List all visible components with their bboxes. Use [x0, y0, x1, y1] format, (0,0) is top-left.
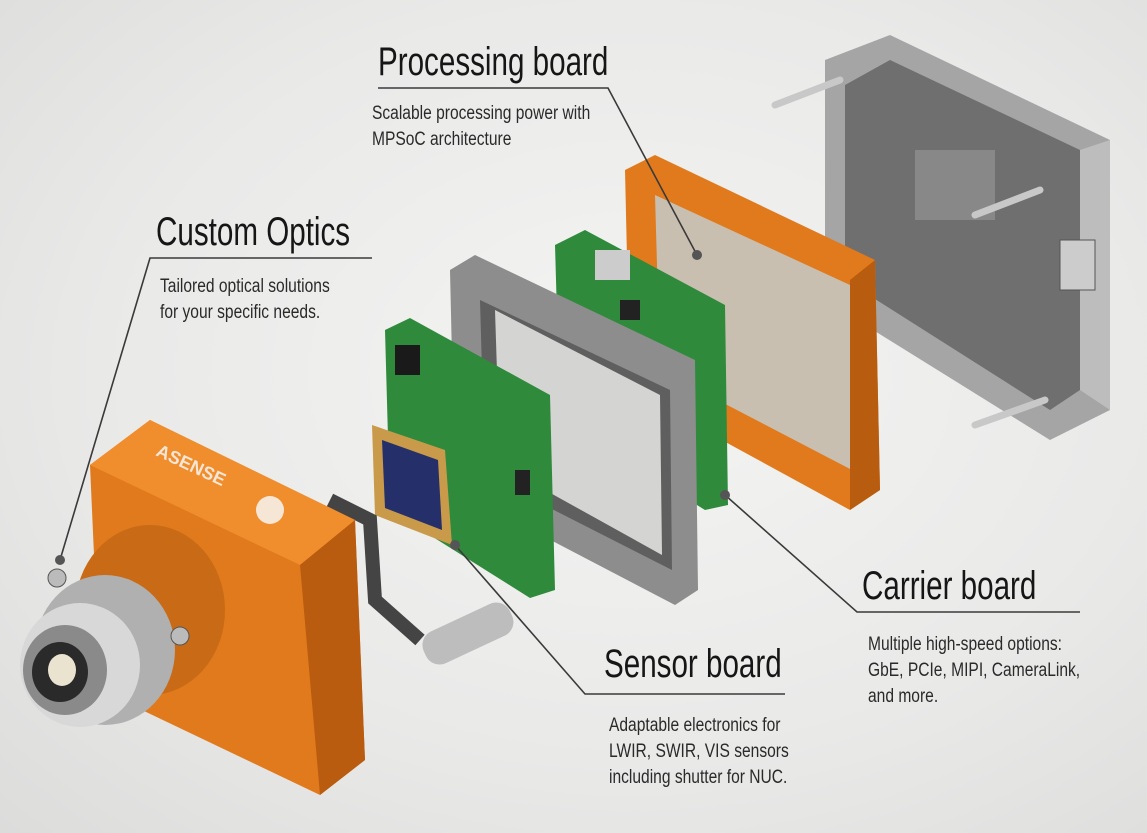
sensor-leader-dot: [450, 540, 460, 550]
processing-leader-line: [378, 87, 698, 256]
optics-leader-dot: [55, 555, 65, 565]
description-line: and more.: [868, 686, 939, 707]
carrier-board-title: Carrier board: [862, 564, 1037, 608]
custom-optics-title: Custom Optics: [156, 210, 351, 254]
rear-enclosure: [771, 35, 1110, 440]
sensor-board-title: Sensor board: [604, 642, 782, 686]
description-line: MPSoC architecture: [372, 129, 512, 150]
processing-board-title: Processing board: [378, 40, 609, 84]
carrier-leader-dot: [720, 490, 730, 500]
custom-optics-lens: [20, 525, 225, 727]
description-line: Scalable processing power with: [372, 103, 591, 124]
description-line: for your specific needs.: [160, 302, 321, 323]
optics-leader-line: [59, 257, 372, 561]
description-line: LWIR, SWIR, VIS sensors: [609, 741, 789, 762]
sensor-board-description: Adaptable electronics for LWIR, SWIR, VI…: [609, 713, 789, 791]
camera-body: ASENSE: [90, 420, 365, 795]
description-line: GbE, PCIe, MIPI, CameraLink,: [868, 660, 1081, 681]
sensor-board: [372, 318, 555, 598]
carrier-leader-line: [724, 494, 1080, 613]
description-line: Adaptable electronics for: [609, 715, 781, 736]
processing-board-description: Scalable processing power with MPSoC arc…: [372, 101, 590, 153]
sensor-leader-line: [454, 544, 785, 695]
custom-optics-description: Tailored optical solutions for your spec…: [160, 274, 330, 326]
processing-leader-dot: [692, 250, 702, 260]
description-line: including shutter for NUC.: [609, 767, 788, 788]
description-line: Multiple high-speed options:: [868, 634, 1063, 655]
shutter-mechanism: [326, 493, 514, 665]
description-line: Tailored optical solutions: [160, 276, 330, 297]
carrier-board-description: Multiple high-speed options: GbE, PCIe, …: [868, 632, 1080, 710]
